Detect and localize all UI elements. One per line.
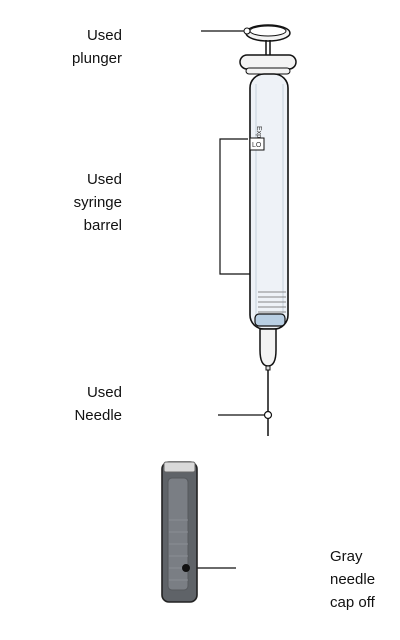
syringe-barrel: Exp LO — [249, 73, 289, 330]
gray-needle-cap — [161, 461, 198, 603]
gray-needle-cap-line-3: cap off — [330, 594, 375, 611]
exp-text: Exp — [255, 126, 262, 138]
gray-needle-cap-label: Gray needle cap off — [330, 545, 392, 614]
gray-needle-cap-line-1: Gray — [330, 548, 363, 565]
syringe-hub — [259, 328, 277, 371]
used-plunger-line-2: plunger — [71, 50, 122, 67]
plunger-head — [245, 24, 291, 42]
used-barrel-line-1: Used — [86, 171, 122, 188]
used-barrel-line-2: syringe — [73, 194, 122, 211]
needle — [263, 370, 273, 436]
gray-needle-cap-line-2: needle — [330, 571, 376, 588]
barrel-graduations — [258, 291, 286, 313]
finger-flange — [239, 54, 297, 75]
used-needle-line-2: Needle — [74, 407, 122, 424]
used-needle-line-1: Used — [86, 384, 122, 401]
used-plunger-label: Used plunger — [56, 24, 122, 70]
used-barrel-label: Used syringe barrel — [56, 168, 122, 237]
used-needle-label: Used Needle — [56, 381, 122, 427]
lot-text: LO — [252, 142, 262, 149]
used-barrel-line-3: barrel — [83, 217, 122, 234]
leader-lines — [187, 27, 264, 569]
used-plunger-line-1: Used — [86, 27, 122, 44]
